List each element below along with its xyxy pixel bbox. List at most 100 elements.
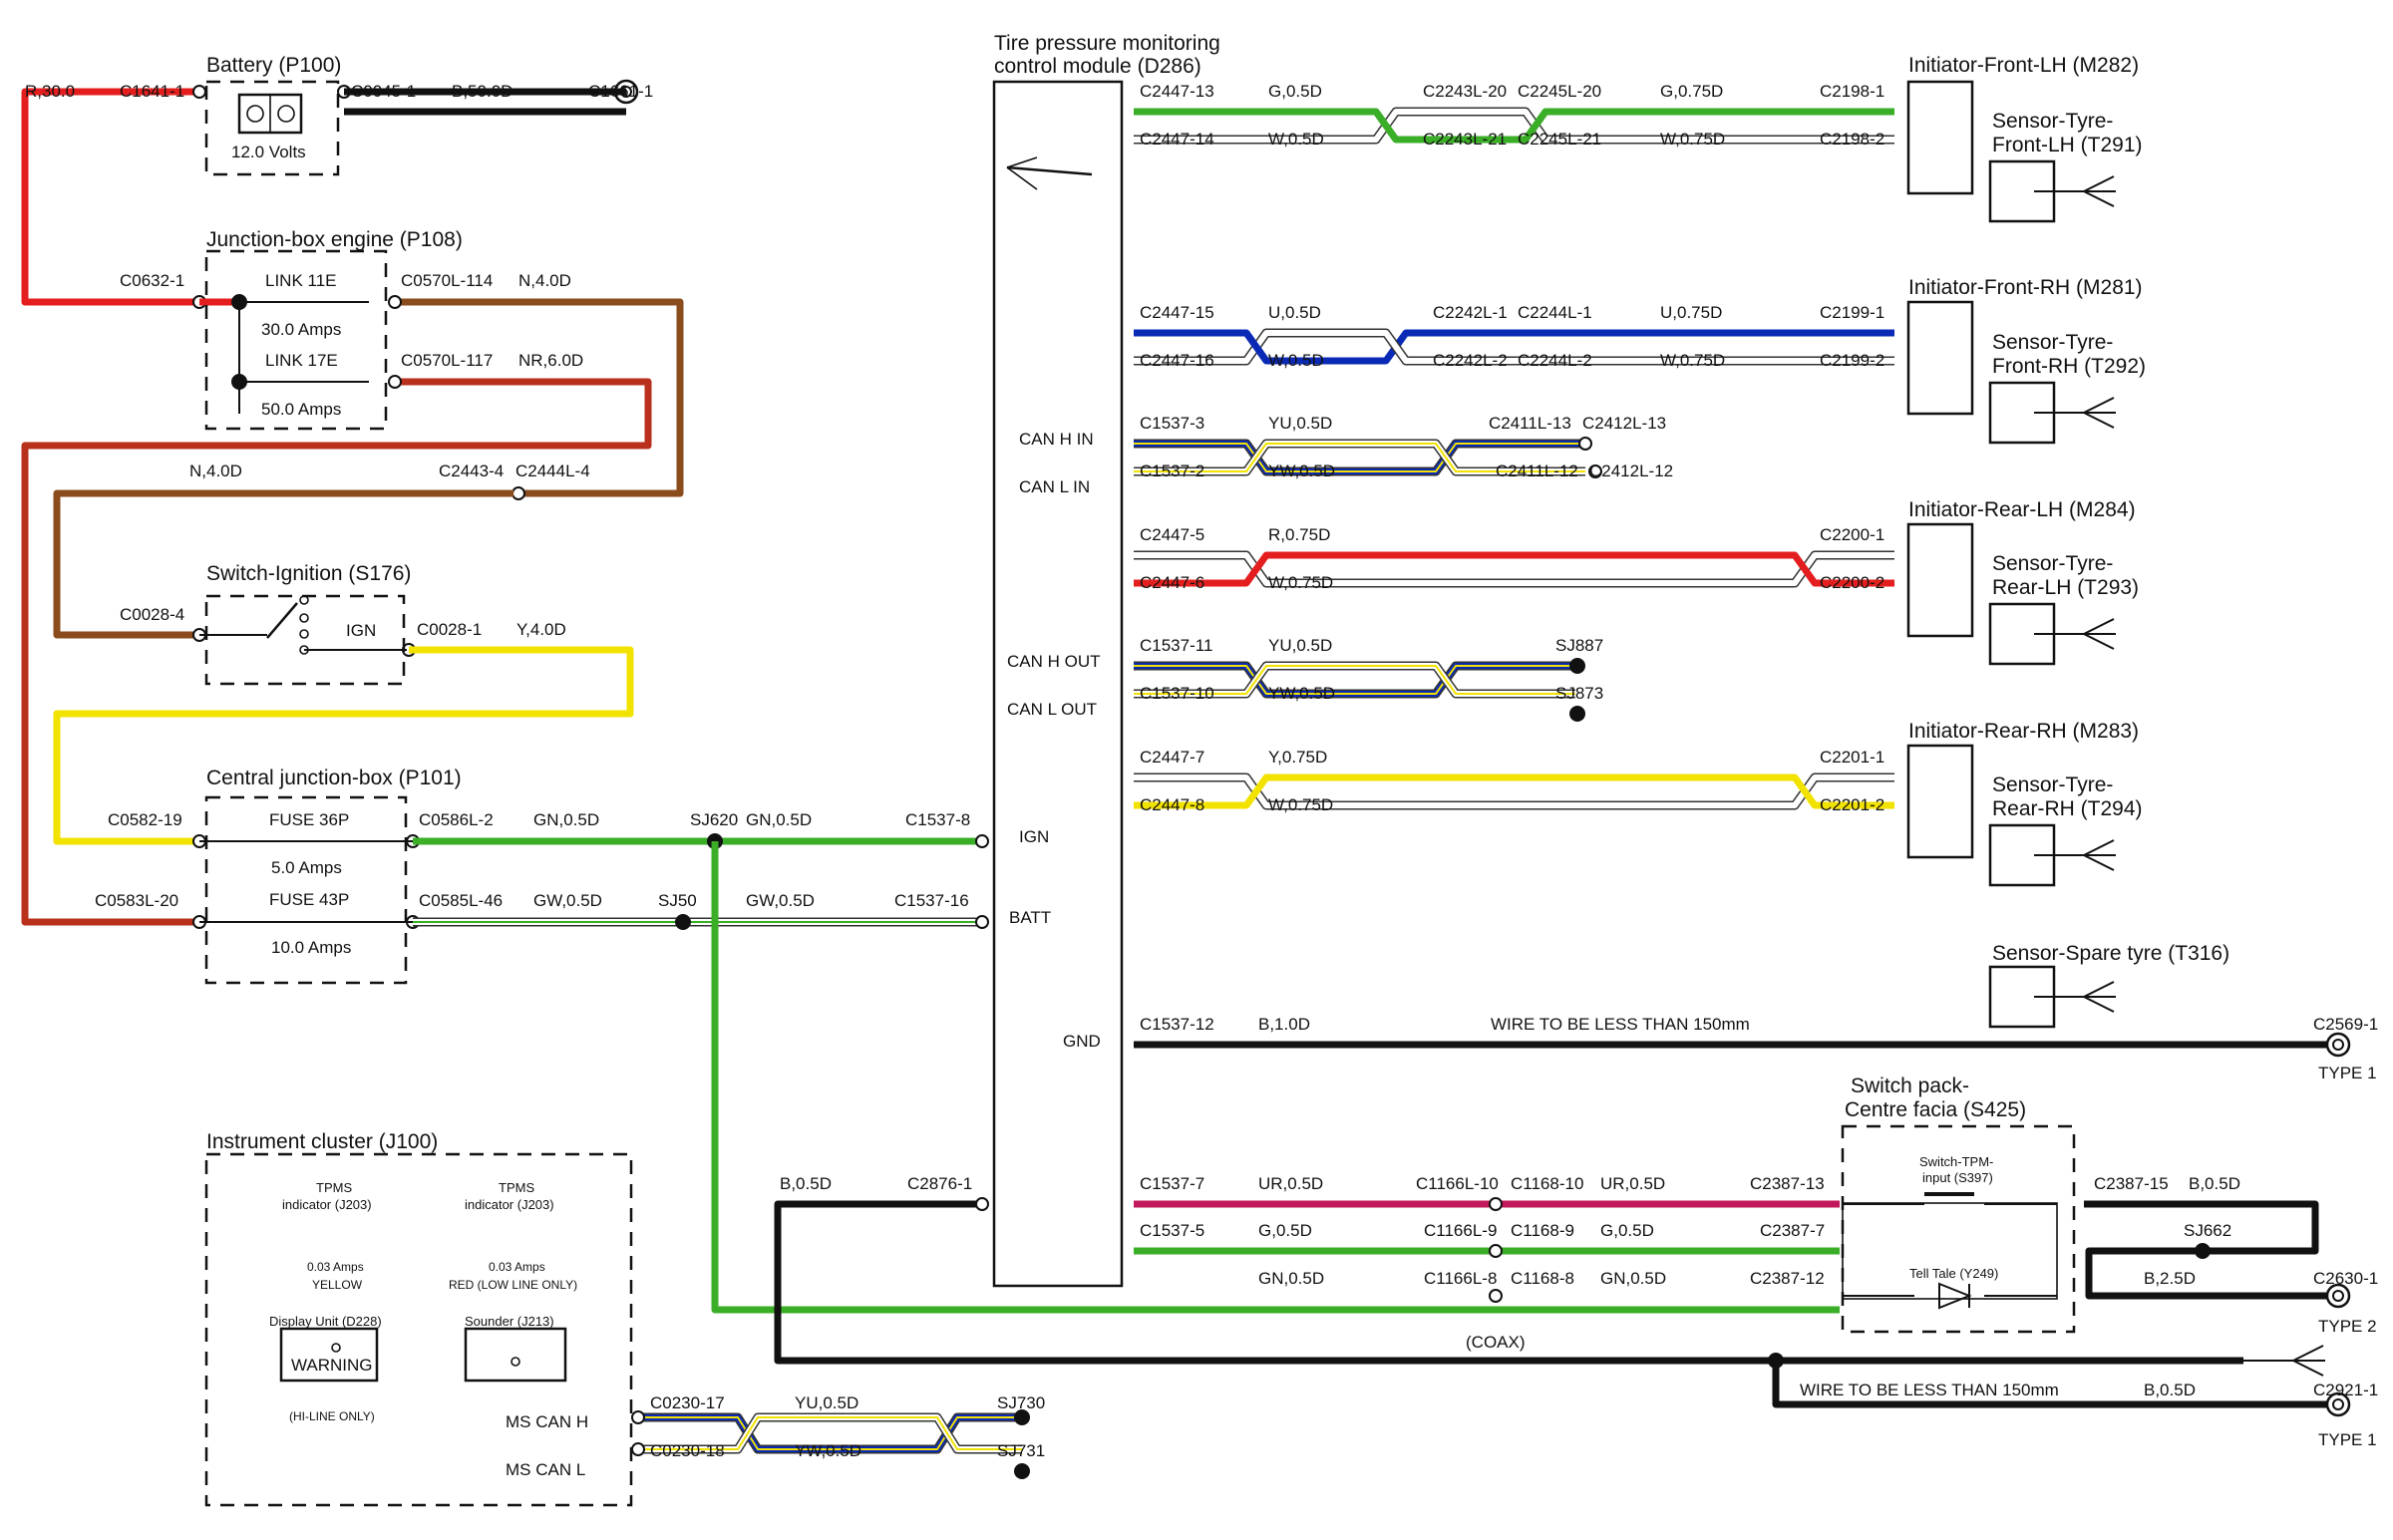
wire-label-l9: C0570L-117 <box>401 351 493 370</box>
label-fuse43p: FUSE 43P <box>269 890 349 909</box>
wire-label-l26: SJ50 <box>658 891 697 910</box>
wire-label-l102: C2630-1 <box>2313 1269 2378 1288</box>
label-jbe: Junction-box engine (P108) <box>206 228 463 251</box>
label-canlin: CAN L IN <box>1019 477 1090 496</box>
wire-label-l15: C0028-1 <box>417 620 482 639</box>
label-pin-batt: BATT <box>1009 908 1051 927</box>
label-tpms1: Tire pressure monitoring <box>994 32 1220 55</box>
ignition-switch-outline <box>204 594 406 686</box>
label-hiline: (HI-LINE ONLY) <box>289 1409 375 1423</box>
sj887 <box>1569 658 1585 674</box>
wire-label-l44: C2244L-1 <box>1518 303 1592 322</box>
wire-r-rlh <box>1134 551 1894 587</box>
label-swtpm2: input (S397) <box>1922 1170 1993 1185</box>
label-mscanl: MS CAN L <box>506 1460 585 1479</box>
wire-label-l80: B,1.0D <box>1258 1015 1310 1034</box>
wire-label-l47: C2447-16 <box>1140 351 1214 370</box>
label-battery-volts: 12.0 Volts <box>231 143 306 161</box>
label-sens-spare: Sensor-Spare tyre (T316) <box>1992 942 2229 965</box>
wire-n-4 <box>395 298 684 497</box>
conn-c0230-17 <box>631 1410 645 1424</box>
label-battery: Battery (P100) <box>206 54 341 77</box>
wire-label-l81: WIRE TO BE LESS THAN 150mm <box>1491 1015 1750 1034</box>
wire-label-l76: C2447-8 <box>1140 795 1204 814</box>
wire-gn-telltale <box>711 841 1840 1314</box>
instrument-cluster-outline <box>204 1152 633 1507</box>
jbe-node2 <box>231 374 247 390</box>
wire-label-l6: C0632-1 <box>120 271 184 290</box>
antenna-spare <box>2034 981 2116 1013</box>
wire-label-l58: YW,0.5D <box>1268 462 1335 480</box>
label-ic: Instrument cluster (J100) <box>206 1130 438 1153</box>
wire-label-l4: B,50.0D <box>452 82 513 101</box>
wire-label-l95: G,0.5D <box>1258 1221 1312 1240</box>
wire-w-rrh-core <box>1134 774 1894 808</box>
wire-label-l112: C2921-1 <box>2313 1381 2378 1399</box>
sj50 <box>675 914 691 930</box>
wire-g-flh-b <box>1523 108 1894 143</box>
label-ind1b: indicator (J203) <box>282 1197 372 1212</box>
wire-label-l98: G,0.5D <box>1600 1221 1654 1240</box>
wire-label-l56: C2412L-13 <box>1582 414 1666 433</box>
wire-yw-canl-tracer <box>1134 443 1585 472</box>
label-canhout: CAN H OUT <box>1007 652 1101 671</box>
label-ind2b: indicator (J203) <box>465 1197 554 1212</box>
wire-label-l57: C1537-2 <box>1140 462 1204 480</box>
label-sens-rlh2: Rear-LH (T293) <box>1992 576 2139 599</box>
wire-label-l31: C2243L-20 <box>1423 82 1507 101</box>
label-tpms2: control module (D286) <box>994 55 1201 78</box>
wire-label-l86: C1537-7 <box>1140 1174 1204 1193</box>
label-pin-gnd: GND <box>1063 1032 1101 1051</box>
switch-pack-internal <box>1843 1203 2057 1297</box>
conn-c1537-8 <box>975 834 989 848</box>
label-link17e-amps: 50.0 Amps <box>261 400 341 419</box>
antenna-rrh <box>2034 839 2116 871</box>
wire-w-frh-core <box>1134 330 1894 364</box>
initiator-front-lh <box>1906 80 1974 195</box>
wire-label-l100: SJ662 <box>2184 1221 2231 1240</box>
wire-label-l43: C2242L-1 <box>1433 303 1508 322</box>
conn-c1641 <box>192 85 206 99</box>
wire-label-l54: YU,0.5D <box>1268 414 1332 433</box>
wire-label-l73: C2447-7 <box>1140 748 1204 767</box>
label-warning: WARNING <box>291 1356 373 1375</box>
antenna-rlh <box>2034 618 2116 650</box>
wire-label-l105: C1166L-8 <box>1424 1269 1497 1288</box>
ign-internal <box>199 634 407 651</box>
jbe-node1 <box>231 294 247 310</box>
wire-label-l63: C2200-1 <box>1820 525 1884 544</box>
wire-label-l78: C2201-2 <box>1820 795 1884 814</box>
wire-yu-canh-tracer <box>1134 443 1585 472</box>
wire-label-l103: TYPE 2 <box>2318 1317 2377 1336</box>
wire-label-l84: B,0.5D <box>780 1174 832 1193</box>
antenna-coax <box>2243 1345 2325 1377</box>
wire-label-l12: C2443-4 <box>439 462 504 480</box>
label-init-rrh: Initiator-Rear-RH (M283) <box>1908 720 2139 743</box>
label-ind1col: YELLOW <box>312 1278 363 1292</box>
initiator-front-rh <box>1906 300 1974 416</box>
wire-label-l42: U,0.5D <box>1268 303 1321 322</box>
wire-label-l24: C0585L-46 <box>419 891 503 910</box>
conn-c1168-8 <box>1489 1289 1503 1303</box>
wire-label-l99: C2387-7 <box>1760 1221 1825 1240</box>
wire-w-rlh-core <box>1134 552 1894 586</box>
conn-c0570-114 <box>388 295 402 309</box>
label-ind1amps: 0.03 Amps <box>307 1260 364 1274</box>
conn-c2412-13 <box>1578 437 1592 451</box>
wire-label-l35: C2447-14 <box>1140 130 1214 149</box>
wire-label-l113: TYPE 1 <box>2318 1430 2377 1449</box>
conn-c1537-16 <box>975 915 989 929</box>
antenna-flh <box>2034 175 2116 207</box>
wire-label-l29: C2447-13 <box>1140 82 1214 101</box>
wire-label-l28: C1537-16 <box>894 891 969 910</box>
wire-label-l14: C0028-4 <box>120 605 184 624</box>
wire-label-l32: C2245L-20 <box>1518 82 1601 101</box>
initiator-rear-lh <box>1906 522 1974 638</box>
label-sens-rlh1: Sensor-Tyre- <box>1992 552 2113 575</box>
conn-c1168-9 <box>1489 1244 1503 1258</box>
label-fuse43p-amps: 10.0 Amps <box>271 938 351 957</box>
wire-label-l83: TYPE 1 <box>2318 1064 2377 1082</box>
wire-label-l77: W,0.75D <box>1268 795 1333 814</box>
